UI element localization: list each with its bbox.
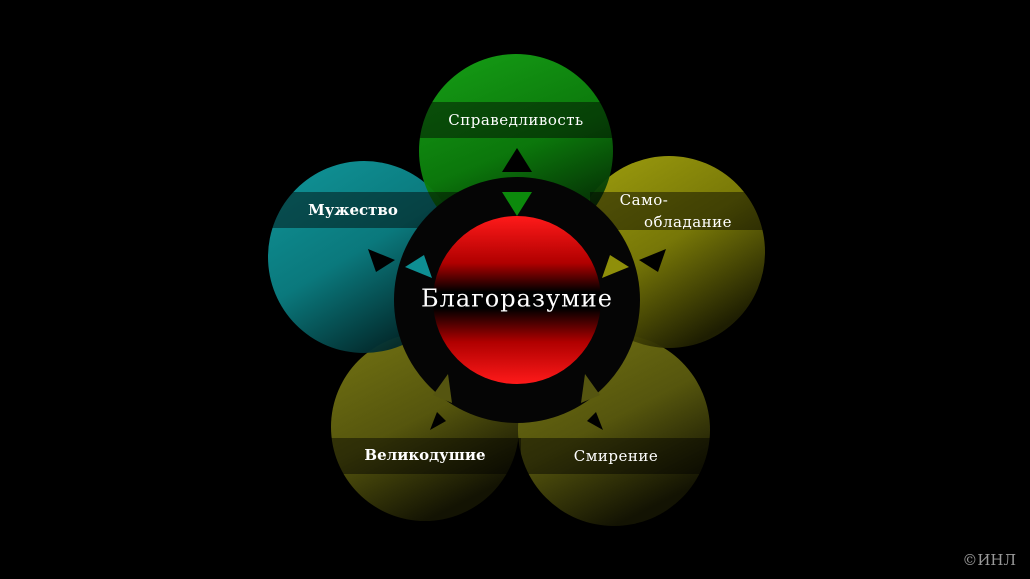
label-magnanimity: Великодушие xyxy=(364,446,485,464)
arrow-humil-outer xyxy=(581,374,600,403)
band-magnanimity xyxy=(331,438,521,474)
label-self-control-line1: Само- xyxy=(620,191,669,209)
label-justice: Справедливость xyxy=(448,111,583,129)
label-self-control-line2: обладание xyxy=(644,213,732,231)
center-label: Благоразумие xyxy=(421,285,613,313)
label-courage: Мужество xyxy=(308,201,398,219)
band-humility xyxy=(518,438,710,474)
arrow-magn-inner xyxy=(430,412,446,430)
label-humility: Смирение xyxy=(574,447,659,465)
center-circle xyxy=(394,177,640,423)
copyright-text: ©ИНЛ xyxy=(962,551,1016,569)
arrow-marks xyxy=(368,148,666,430)
arrow-up-justice xyxy=(502,148,532,172)
band-justice xyxy=(420,102,612,138)
band-self-control xyxy=(590,192,765,230)
arrow-self-outer xyxy=(639,249,666,272)
arrow-magn-outer xyxy=(433,374,452,403)
arrow-courage-inner xyxy=(405,255,432,278)
arrow-self-inner xyxy=(602,255,629,278)
arrow-humil-inner xyxy=(587,412,603,430)
arrow-down-justice xyxy=(502,192,532,216)
arrow-courage-outer xyxy=(368,249,395,272)
